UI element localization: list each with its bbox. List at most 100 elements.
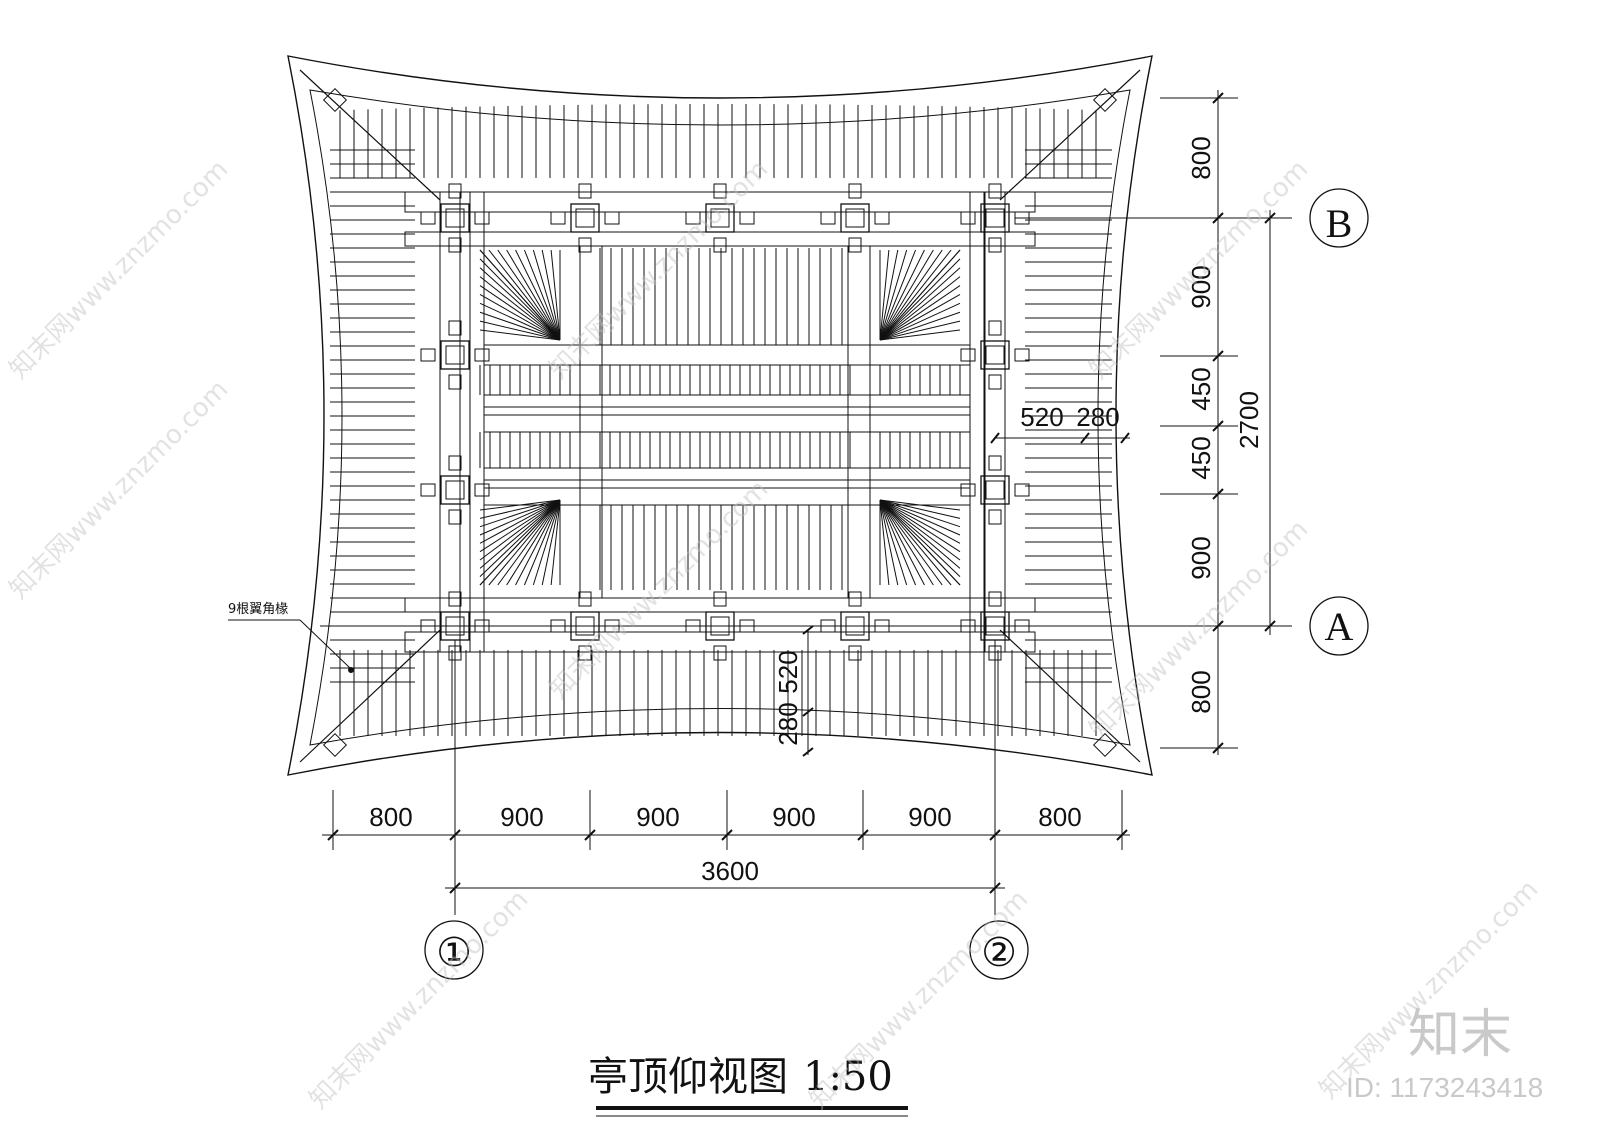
bracket-arm (1014, 483, 1030, 497)
bracket-arm (713, 183, 727, 199)
bracket-block (985, 345, 1005, 365)
dimension-tick (1120, 432, 1130, 444)
fan-rafter-line (879, 499, 952, 586)
fan-rafter-line (879, 499, 934, 586)
corner-piece (1092, 732, 1118, 758)
axis-b-bubble (1309, 188, 1369, 248)
fan-rafter-line (879, 499, 961, 578)
dimension-tick (989, 882, 1001, 894)
document-id: ID: 1173243418 (1346, 1072, 1543, 1103)
dim-right-2: 900 (1186, 265, 1216, 308)
bracket-block (980, 203, 1010, 233)
bracket-block (575, 208, 595, 228)
bracket-arm (474, 483, 490, 497)
leader-dot (348, 667, 354, 673)
dimension-tick (802, 707, 814, 717)
beam (483, 344, 971, 366)
dimension-tick (857, 829, 869, 841)
dimension-tick (449, 882, 461, 894)
dimension-tick (1080, 432, 1090, 444)
fan-rafter-line (879, 499, 961, 569)
bracket-arm (874, 211, 890, 225)
bracket-block (980, 340, 1010, 370)
bracket-block (440, 203, 470, 233)
bottom-dimensions: 800 900 900 900 900 800 3600 (369, 802, 1081, 886)
bracket-arm (448, 320, 462, 336)
dimension-tick (1212, 350, 1224, 362)
fan-rafter-line (479, 499, 561, 586)
corner-piece (322, 87, 348, 113)
dimension-tick (989, 829, 1001, 841)
bracket-block (445, 345, 465, 365)
dimension-tick (990, 432, 1000, 444)
dim-bottom-5: 900 (908, 802, 951, 832)
bracket-arm (448, 237, 462, 253)
fan-rafter-line (879, 499, 961, 553)
bracket-arm (739, 211, 755, 225)
corner-piece (1092, 87, 1118, 113)
bracket-arm (578, 237, 592, 253)
dim-right-4: 450 (1186, 436, 1216, 479)
bracket-arm (848, 237, 862, 253)
dimension-tick (1212, 488, 1224, 500)
bracket-block (710, 208, 730, 228)
dim-bottom-4: 900 (772, 802, 815, 832)
fan-rafter-line (479, 276, 561, 341)
fan-rafter-line (879, 285, 961, 341)
fan-rafter-line (879, 311, 961, 341)
bracket-arm (713, 591, 727, 607)
bracket-arm (988, 237, 1002, 253)
bracket-block (440, 340, 470, 370)
leader-line (299, 619, 351, 669)
fan-rafter-line (479, 311, 561, 341)
fan-rafter-line (879, 499, 961, 519)
dim-right-1: 800 (1186, 136, 1216, 179)
dimension-tick (1212, 620, 1224, 632)
fan-rafter-line (541, 249, 561, 341)
bracket-block (440, 475, 470, 505)
fan-rafter-line (879, 329, 961, 341)
hip-line (999, 69, 1141, 201)
fan-rafter-line (479, 302, 561, 341)
beam (404, 631, 1036, 653)
bracket-block (840, 203, 870, 233)
fan-rafter-line (879, 499, 961, 544)
fan-rafter-line (523, 249, 561, 341)
bracket-arm (960, 211, 976, 225)
fan-rafter-line (541, 499, 561, 586)
bracket-block (845, 208, 865, 228)
bracket-arm (820, 211, 836, 225)
dim-right-5: 900 (1186, 536, 1216, 579)
fan-rafter-line (479, 294, 561, 341)
bracket-arm (988, 455, 1002, 471)
dim-right-total: 2700 (1234, 391, 1264, 449)
bracket-arm (604, 211, 620, 225)
fan-rafter-line (879, 499, 917, 586)
fan-rafter-line (479, 499, 561, 553)
brand-mark: 知末 ID: 1173243418 (1346, 1005, 1543, 1103)
fan-rafter-line (879, 249, 917, 341)
dim-detail-bottom-1: 520 (773, 650, 803, 693)
fan-rafter-line (879, 499, 925, 586)
right-dimensions: 800 900 450 450 900 800 2700 (1186, 136, 1264, 713)
watermark-text: 知末网www.znzmo.com (304, 884, 535, 1115)
corner-piece (322, 732, 348, 758)
axis-a-bubble (1309, 596, 1369, 656)
beam (483, 467, 971, 481)
bracket-arm (1014, 348, 1030, 362)
axis-b-label: B (1326, 201, 1353, 246)
bracket-arm (578, 183, 592, 199)
axis-1-label: ① (436, 930, 472, 975)
dimension-tick (802, 625, 814, 635)
dim-bottom-total: 3600 (701, 856, 759, 886)
bracket-arm (420, 211, 436, 225)
fan-rafter-line (879, 249, 908, 341)
fan-rafter-line (515, 249, 561, 341)
dim-bottom-1: 800 (369, 802, 412, 832)
dim-detail-right-1: 520 (1020, 402, 1063, 432)
fan-rafter-line (497, 499, 561, 586)
fan-rafter-line (879, 249, 952, 341)
fan-rafter-line (497, 249, 561, 341)
bracket-arm (578, 591, 592, 607)
